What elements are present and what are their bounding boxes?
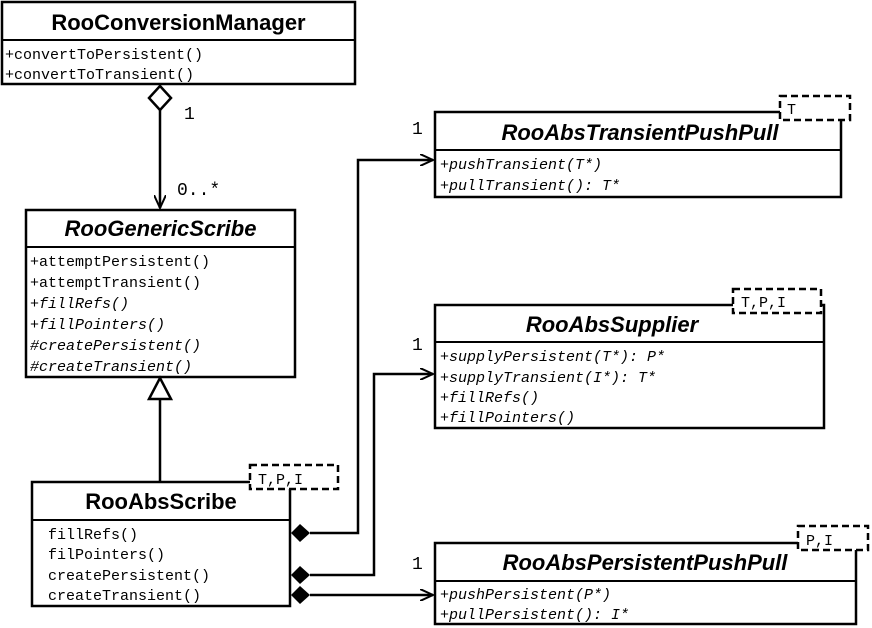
template-params-persistent: P,I — [806, 533, 833, 550]
member-push-persistent: +pushPersistent(P*) — [440, 587, 611, 604]
member-fill-pointers: +fillPointers() — [30, 317, 165, 334]
member-supply-persistent: +supplyPersistent(T*): P* — [440, 349, 665, 366]
composition-persistent: 1 — [291, 555, 433, 604]
template-params-transient: T — [787, 102, 796, 119]
composition-transient: 1 — [291, 120, 433, 542]
member-fill-refs: fillRefs() — [48, 527, 138, 544]
composition-diamond — [291, 524, 310, 542]
class-name-roo-abs-supplier: RooAbsSupplier — [526, 312, 700, 337]
multiplicity-scribe-end: 0..* — [177, 181, 220, 201]
class-name-roo-generic-scribe: RooGenericScribe — [65, 216, 257, 241]
member-fill-pointers: +fillPointers() — [440, 410, 575, 427]
multiplicity-persistent-end: 1 — [412, 555, 423, 575]
member-create-persistent: #createPersistent() — [30, 338, 201, 355]
class-name-roo-abs-persistent-push-pull: RooAbsPersistentPushPull — [503, 550, 789, 575]
member-attempt-persistent: +attemptPersistent() — [30, 254, 210, 271]
generalization-arrow — [146, 375, 174, 482]
composition-diamond — [291, 566, 310, 584]
template-params-supplier: T,P,I — [741, 295, 786, 312]
member-create-transient: #createTransient() — [30, 359, 192, 376]
class-roo-abs-supplier: T,P,I RooAbsSupplier +supplyPersistent(T… — [433, 287, 826, 430]
member-convert-to-transient: +convertToTransient() — [5, 67, 194, 84]
template-params-box — [248, 463, 340, 491]
member-attempt-transient: +attemptTransient() — [30, 275, 201, 292]
multiplicity-supplier-end: 1 — [412, 336, 423, 356]
multiplicity-transient-end: 1 — [412, 120, 423, 140]
template-params-box — [731, 287, 823, 315]
member-convert-to-persistent: +convertToPersistent() — [5, 47, 203, 64]
class-roo-conversion-manager: RooConversionManager +convertToPersisten… — [0, 0, 357, 86]
member-pull-persistent: +pullPersistent(): I* — [440, 607, 629, 624]
template-params-box — [778, 94, 852, 122]
aggregation-manager-scribe: 1 0..* — [147, 84, 220, 208]
composition-diamond — [291, 586, 310, 604]
aggregation-diamond — [147, 84, 173, 112]
member-fill-refs: +fillRefs() — [30, 296, 129, 313]
template-params-box — [796, 524, 870, 552]
class-roo-abs-persistent-push-pull: P,I RooAbsPersistentPushPull +pushPersis… — [433, 524, 870, 626]
template-params-abs-scribe: T,P,I — [258, 472, 303, 489]
member-create-transient: createTransient() — [48, 588, 201, 605]
member-pull-transient: +pullTransient(): T* — [440, 178, 620, 195]
inheritance-triangle — [146, 375, 174, 401]
class-roo-generic-scribe: RooGenericScribe +attemptPersistent() +a… — [24, 208, 297, 379]
member-push-transient: +pushTransient(T*) — [440, 157, 602, 174]
member-supply-transient: +supplyTransient(I*): T* — [440, 370, 656, 387]
composition-supplier: 1 — [291, 336, 433, 584]
member-fil-pointers: filPointers() — [48, 547, 165, 564]
multiplicity-manager-end: 1 — [184, 105, 195, 125]
member-fill-refs: +fillRefs() — [440, 390, 539, 407]
class-name-roo-conversion-manager: RooConversionManager — [51, 10, 306, 35]
class-roo-abs-transient-push-pull: T RooAbsTransientPushPull +pushTransient… — [433, 94, 852, 199]
class-roo-abs-scribe: T,P,I RooAbsScribe fillRefs() filPointer… — [30, 463, 340, 608]
class-name-roo-abs-transient-push-pull: RooAbsTransientPushPull — [501, 120, 779, 145]
class-name-roo-abs-scribe: RooAbsScribe — [85, 489, 237, 514]
member-create-persistent: createPersistent() — [48, 568, 210, 585]
